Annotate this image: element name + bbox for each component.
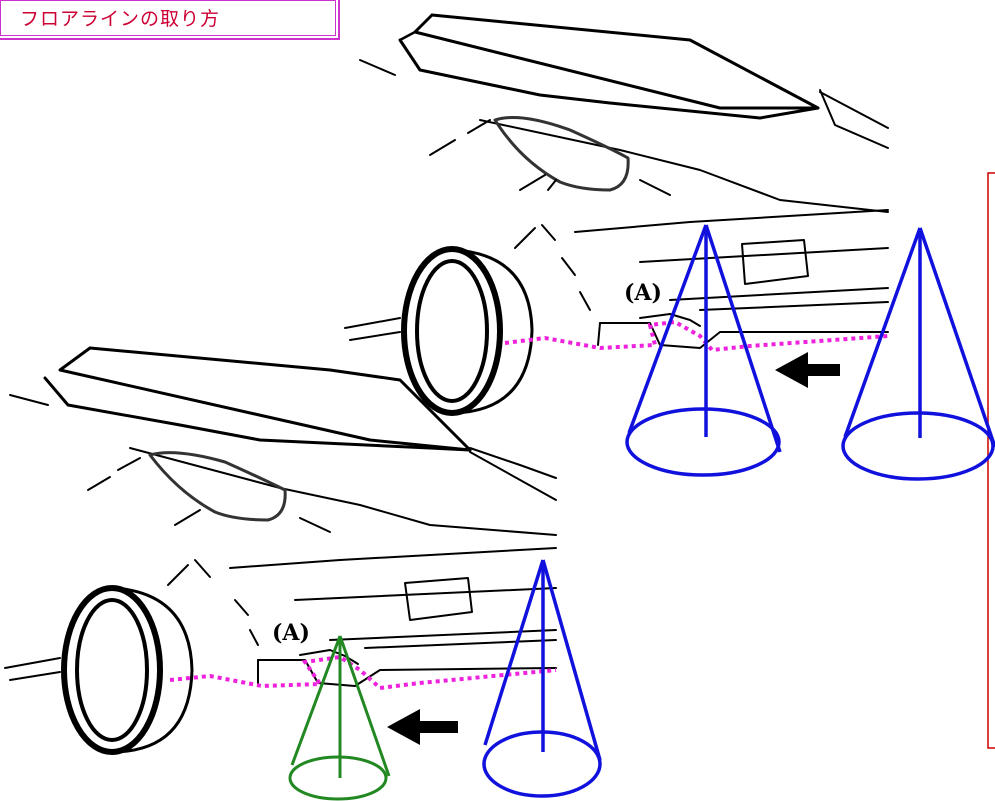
- right-bracket: [987, 172, 995, 749]
- lower-car-sketch: [4, 346, 557, 755]
- lower-callout-label: (A): [272, 620, 310, 646]
- upper-cone-original-position: [841, 227, 995, 481]
- upper-car-sketch: [344, 13, 889, 416]
- upper-move-arrow: [775, 352, 840, 388]
- lower-floor-line: [169, 654, 557, 691]
- lower-cone-blue: [482, 559, 602, 798]
- lower-cone-green: [288, 635, 391, 801]
- title-frame: フロアラインの取り方: [0, 0, 340, 40]
- lower-move-arrow: [387, 709, 458, 745]
- upper-floor-line: [504, 319, 889, 353]
- upper-cone-green-position: [625, 224, 782, 477]
- upper-callout-label: (A): [624, 280, 662, 306]
